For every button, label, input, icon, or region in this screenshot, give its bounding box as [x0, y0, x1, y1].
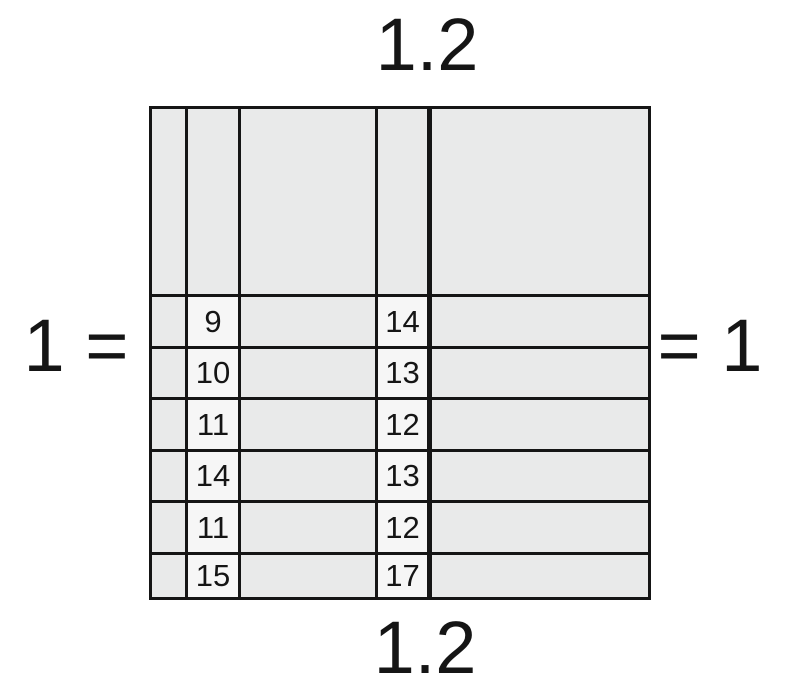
grid-cell — [152, 297, 185, 346]
grid-cell — [378, 109, 427, 294]
top-section-label: 1.2 — [375, 3, 479, 86]
grid-cell-number: 12 — [378, 503, 427, 552]
grid-cell — [152, 452, 185, 500]
grid-cell — [430, 503, 648, 552]
grid-cell — [188, 109, 238, 294]
grid-cell — [241, 503, 375, 552]
grid-cell — [430, 297, 648, 346]
grid-cell-number: 10 — [188, 349, 238, 397]
grid-cell — [430, 109, 648, 294]
grid-cell — [430, 400, 648, 449]
grid-cell — [241, 349, 375, 397]
bottom-section-label: 1.2 — [373, 606, 477, 689]
grid-cell-number: 11 — [188, 503, 238, 552]
grid-cell-number: 9 — [188, 297, 238, 346]
grid-cell — [241, 109, 375, 294]
grid-cell — [152, 109, 185, 294]
grid-cell — [241, 452, 375, 500]
grid-cell-number: 11 — [188, 400, 238, 449]
grid-cell — [241, 555, 375, 597]
grid-cell — [430, 452, 648, 500]
grid-cell-number: 15 — [188, 555, 238, 597]
grid-cell — [430, 349, 648, 397]
number-grid: 9 14 10 13 11 12 14 13 11 12 15 17 — [149, 106, 651, 600]
grid-cell — [241, 400, 375, 449]
grid-cell-number: 13 — [378, 452, 427, 500]
grid-cell — [430, 555, 648, 597]
grid-cell-number: 13 — [378, 349, 427, 397]
grid-cell — [152, 400, 185, 449]
right-equation-label: = 1 — [657, 304, 763, 387]
grid-cell — [152, 555, 185, 597]
grid-cell — [152, 503, 185, 552]
grid-cell-number: 14 — [188, 452, 238, 500]
grid-cell-number: 12 — [378, 400, 427, 449]
left-equation-label: 1 = — [23, 304, 129, 387]
grid-cell — [241, 297, 375, 346]
grid-cell-number: 17 — [378, 555, 427, 597]
grid-cell — [152, 349, 185, 397]
grid-cell-number: 14 — [378, 297, 427, 346]
